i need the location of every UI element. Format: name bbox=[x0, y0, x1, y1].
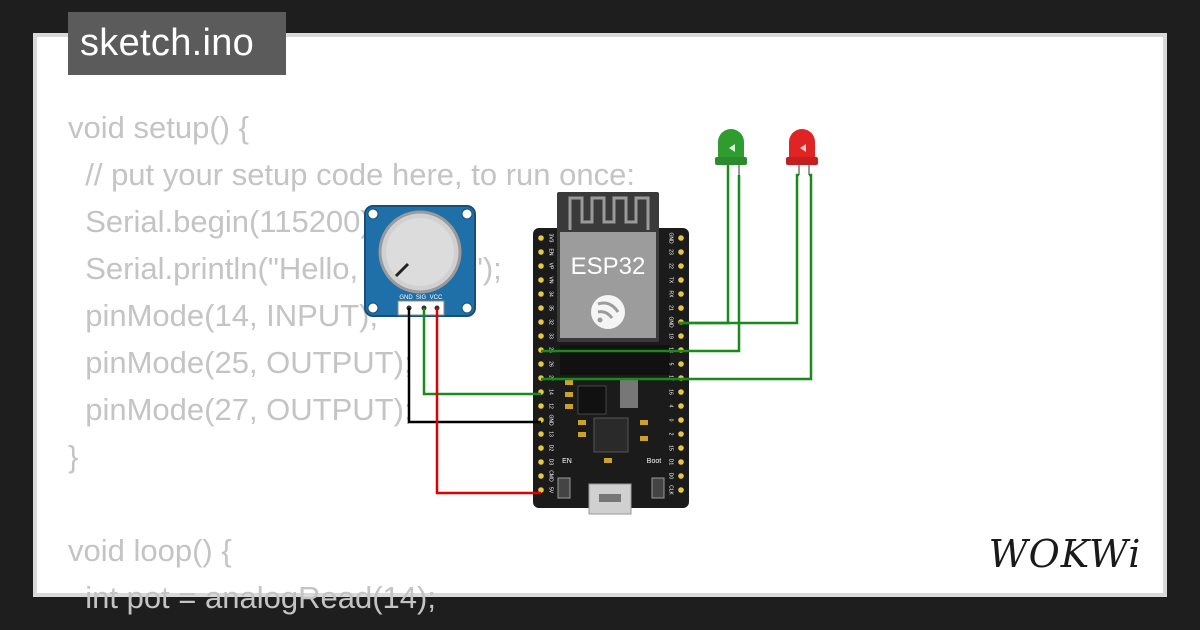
esp32-board[interactable]: ESP32 EN Boot 3V3ENVPVN34353233252627141… bbox=[533, 192, 689, 515]
code-line: pinMode(27, OUTPUT); bbox=[68, 392, 413, 427]
pin-en[interactable] bbox=[538, 249, 544, 255]
pin-label: 15 bbox=[668, 445, 674, 451]
pin-label: 34 bbox=[548, 291, 554, 297]
pin-label: 5V bbox=[548, 487, 554, 494]
pin-label: CMD bbox=[548, 470, 554, 482]
pin-gnd[interactable] bbox=[678, 235, 684, 241]
pin-32[interactable] bbox=[538, 319, 544, 325]
pin-label: CLK bbox=[668, 485, 674, 495]
pin-label: TX bbox=[668, 277, 674, 284]
wire-pot-vcc bbox=[435, 308, 541, 495]
pin-23[interactable] bbox=[678, 249, 684, 255]
pin-label: D2 bbox=[548, 445, 554, 452]
espressif-logo-icon bbox=[591, 295, 625, 329]
pin-label: 32 bbox=[548, 319, 554, 325]
code-line: pinMode(14, INPUT); bbox=[68, 298, 379, 333]
pin-15[interactable] bbox=[678, 445, 684, 451]
pin-label: 3V3 bbox=[548, 234, 554, 243]
pin-d3[interactable] bbox=[538, 459, 544, 465]
pin-label: 21 bbox=[668, 305, 674, 311]
svg-text:EN: EN bbox=[562, 458, 572, 465]
pin-label: GND bbox=[668, 316, 674, 328]
pin-label: 22 bbox=[668, 263, 674, 269]
code-line: // put your setup code here, to run once… bbox=[68, 157, 635, 192]
pin-34[interactable] bbox=[538, 291, 544, 297]
wire-pot-signal bbox=[422, 308, 541, 396]
pin-label: 12 bbox=[548, 403, 554, 409]
pin-tx[interactable] bbox=[678, 277, 684, 283]
wire-red-led-anode bbox=[541, 173, 813, 381]
pin-label: RX bbox=[668, 291, 674, 299]
pin-16[interactable] bbox=[678, 389, 684, 395]
wire-pot-gnd bbox=[407, 308, 541, 424]
pin-label: 4 bbox=[668, 405, 674, 408]
pin-33[interactable] bbox=[538, 333, 544, 339]
pin-label: 16 bbox=[668, 389, 674, 395]
pot-pin-label: VCC bbox=[430, 295, 443, 301]
pin-22[interactable] bbox=[678, 263, 684, 269]
pin-5v[interactable] bbox=[538, 487, 544, 493]
wokwi-logo: WOKWi bbox=[989, 532, 1142, 576]
pin-35[interactable] bbox=[538, 305, 544, 311]
pin-19[interactable] bbox=[678, 333, 684, 339]
code-line: pinMode(25, OUTPUT); bbox=[68, 345, 413, 380]
pin-d2[interactable] bbox=[538, 445, 544, 451]
led-green[interactable] bbox=[715, 129, 747, 323]
pin-4[interactable] bbox=[678, 403, 684, 409]
pin-13[interactable] bbox=[538, 431, 544, 437]
wires bbox=[407, 165, 813, 495]
pin-12[interactable] bbox=[538, 403, 544, 409]
pin-26[interactable] bbox=[538, 361, 544, 367]
pin-label: 26 bbox=[548, 361, 554, 367]
pin-0[interactable] bbox=[678, 417, 684, 423]
code-line: int pot = analogRead(14); bbox=[68, 580, 436, 615]
svg-text:WOKWi: WOKWi bbox=[989, 532, 1142, 576]
code-line: Serial.begin(115200); bbox=[68, 204, 380, 239]
pin-label: VN bbox=[548, 277, 554, 284]
board-label: ESP32 bbox=[571, 253, 646, 280]
pin-label: EN bbox=[548, 249, 554, 256]
pin-d1[interactable] bbox=[678, 459, 684, 465]
pin-label: 23 bbox=[668, 249, 674, 255]
file-tab[interactable]: sketch.ino bbox=[68, 12, 286, 75]
pin-label: 33 bbox=[548, 333, 554, 339]
pin-d0[interactable] bbox=[678, 473, 684, 479]
code-line: void setup() { bbox=[68, 110, 249, 145]
pin-label: 5 bbox=[668, 363, 674, 366]
pin-label: GND bbox=[548, 414, 554, 426]
pin-vp[interactable] bbox=[538, 263, 544, 269]
left-pin-header: 3V3ENVPVN343532332526271412GND13D2D3CMD5… bbox=[538, 234, 554, 494]
pin-2[interactable] bbox=[678, 431, 684, 437]
pin-label: D3 bbox=[548, 459, 554, 466]
pot-pin-label: GND bbox=[399, 295, 413, 301]
code-editor: void setup() { // put your setup code he… bbox=[68, 104, 635, 621]
boot-button[interactable] bbox=[651, 477, 665, 499]
en-button[interactable] bbox=[557, 477, 571, 499]
code-line: } bbox=[68, 439, 79, 474]
pin-label: VP bbox=[548, 263, 554, 270]
pin-label: 13 bbox=[548, 431, 554, 437]
pin-label: 14 bbox=[548, 389, 554, 395]
pin-vn[interactable] bbox=[538, 277, 544, 283]
pin-label: 35 bbox=[548, 305, 554, 311]
pot-pin-label: SIG bbox=[416, 295, 427, 301]
pin-label: 0 bbox=[668, 419, 674, 422]
pin-label: D1 bbox=[668, 459, 674, 466]
svg-text:Boot: Boot bbox=[647, 458, 661, 465]
wire-green-led-anode bbox=[541, 175, 741, 353]
pin-label: D0 bbox=[668, 473, 674, 480]
pin-label: 2 bbox=[668, 433, 674, 436]
pin-label: 19 bbox=[668, 333, 674, 339]
pin-5[interactable] bbox=[678, 361, 684, 367]
pin-clk[interactable] bbox=[678, 487, 684, 493]
pin-rx[interactable] bbox=[678, 291, 684, 297]
code-line: void loop() { bbox=[68, 533, 232, 568]
led-red[interactable] bbox=[786, 129, 818, 175]
pin-3v3[interactable] bbox=[538, 235, 544, 241]
pin-label: GND bbox=[668, 232, 674, 244]
pin-cmd[interactable] bbox=[538, 473, 544, 479]
pin-21[interactable] bbox=[678, 305, 684, 311]
